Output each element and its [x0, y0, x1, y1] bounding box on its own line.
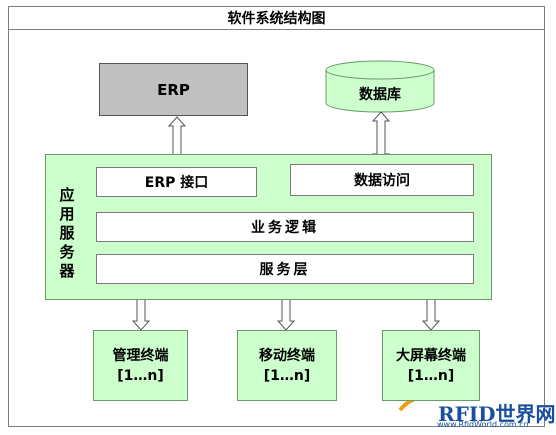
erp-interface-module: ERP 接口 [96, 167, 257, 197]
terminal-name: 大屏幕终端 [396, 347, 466, 364]
erp-label: ERP [157, 80, 190, 99]
server-label-char: 应 [59, 186, 75, 204]
terminal-name: 移动终端 [259, 347, 315, 364]
mobile-terminal-box: 移动终端 [1…n] [237, 330, 337, 401]
service-layer-label: 服务层 [259, 262, 311, 278]
server-label-char: 务 [59, 243, 75, 261]
business-logic-label: 业务逻辑 [251, 220, 319, 236]
server-label-char: 服 [59, 224, 75, 242]
diagram-title: 软件系统结构图 [8, 6, 545, 30]
database-label: 数据库 [359, 87, 401, 103]
data-access-label: 数据访问 [354, 173, 410, 189]
large-screen-terminal-box: 大屏幕终端 [1…n] [382, 330, 480, 401]
watermark-url: www.RfidWorld.com.cn [437, 420, 529, 429]
management-terminal-box: 管理终端 [1…n] [93, 330, 188, 401]
terminal-name: 管理终端 [112, 347, 169, 364]
service-layer-module: 服务层 [96, 254, 474, 284]
terminal-range: [1…n] [407, 367, 455, 384]
data-access-module: 数据访问 [290, 164, 474, 196]
application-server-label: 应 用 服 务 器 [57, 186, 77, 281]
erp-interface-label: ERP 接口 [144, 175, 209, 191]
terminal-range: [1…n] [117, 367, 164, 384]
erp-box: ERP [99, 63, 248, 116]
server-label-char: 用 [59, 205, 75, 223]
server-label-char: 器 [59, 262, 75, 280]
business-logic-module: 业务逻辑 [96, 212, 474, 242]
watermark-logo: RFID世界网 [438, 402, 556, 426]
terminal-range: [1…n] [263, 367, 311, 384]
database-cylinder [325, 60, 435, 113]
